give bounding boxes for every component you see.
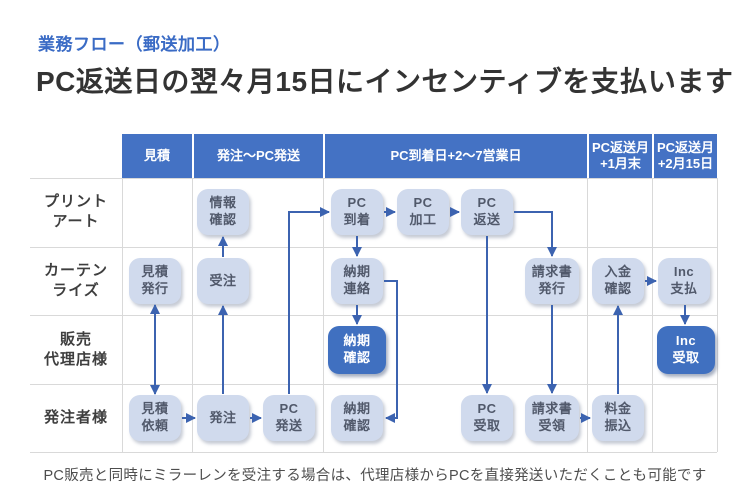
box-joho-kakunin: 情報 確認 [197,189,249,235]
box-pc-kako: PC 加工 [397,189,449,235]
box-inc-shiharai: Inc 支払 [658,258,710,304]
box-noki-kakunin-dairiten: 納期 確認 [328,326,386,374]
box-hacchu: 発注 [197,395,249,441]
row-curtain-rise: カーテン ライズ [43,261,109,299]
footnote: PC販売と同時にミラーレンを受注する場合は、代理店様からPCを直接発送いただくこ… [43,468,707,484]
box-inc-uketori: Inc 受取 [657,326,715,374]
box-ryokin-furikomi: 料金 振込 [592,395,644,441]
box-nyukin-kakunin: 入金 確認 [592,258,644,304]
grid-hline-2 [30,315,717,316]
grid-hline-4 [30,452,717,453]
page-title: PC返送日の翌々月15日にインセンティブを支払います [36,66,734,97]
conn-pchenso-seikyuhakko [514,211,557,257]
row-hacchusha: 発注者様 [43,408,109,426]
grid-hline-0 [30,178,717,179]
box-seikyusho-juryo: 請求書 受領 [525,395,579,441]
box-mitsumori-hakko: 見積 発行 [129,258,181,304]
header-col-hensogetsu2: PC返送月 +2月15日 [652,134,717,178]
section-badge: 業務フロー（郵送加工） [38,35,231,54]
grid-hline-3 [30,384,717,385]
box-mitsumori-irai: 見積 依頼 [129,395,181,441]
box-pc-hasso: PC 発送 [263,395,315,441]
box-juchu: 受注 [197,258,249,304]
box-pc-tochaku: PC 到着 [331,189,383,235]
box-seikyusho-hakko: 請求書 発行 [525,258,579,304]
row-print-art: プリント アート [43,192,109,230]
header-col-hensogetsu1: PC返送月 +1月末 [587,134,652,178]
header-col-tochaku: PC到着日+2〜7営業日 [323,134,587,178]
header-col-hacchu: 発注〜PC発送 [192,134,323,178]
box-pc-henso: PC 返送 [461,189,513,235]
row-dairiten: 販売 代理店様 [43,330,109,368]
box-pc-uketori: PC 受取 [461,395,513,441]
box-noki-kakunin-hacchusha: 納期 確認 [331,395,383,441]
header-col-mitsumori: 見積 [122,134,192,178]
grid-vline-5 [717,178,718,452]
grid-hline-1 [30,247,717,248]
box-noki-renraku: 納期 連絡 [331,258,383,304]
